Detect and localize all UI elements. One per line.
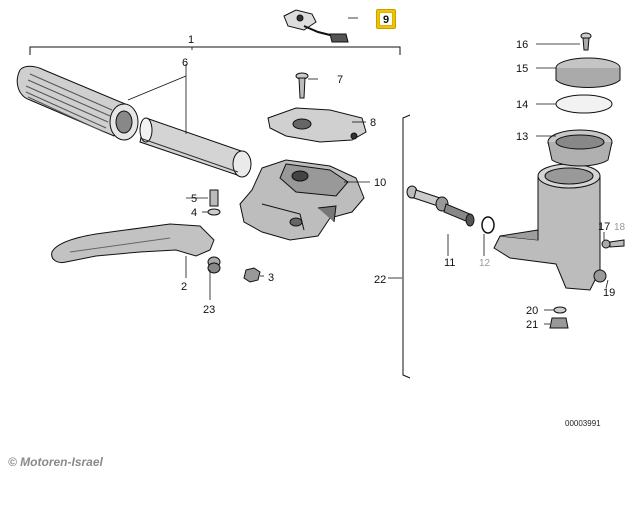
part-housing-10 [239,159,365,241]
part-lever-2 [51,223,215,263]
highlighted-callout-9[interactable]: 9 [376,9,396,29]
callout-19: 19 [603,287,615,299]
callout-3: 3 [268,272,274,284]
assembly-bracket [29,46,401,55]
callout-5: 5 [191,193,197,205]
leader-lines [127,17,609,325]
callout-6: 6 [182,57,188,69]
part-master-cylinder [493,163,601,291]
callout-13: 13 [516,131,528,143]
callout-16: 16 [516,39,528,51]
part-switch-9 [283,9,349,43]
callout-9: 9 [379,12,393,26]
part-bellows-13 [547,129,613,167]
callout-7: 7 [337,74,343,86]
part-bushing-23 [207,256,221,274]
part-screw-16 [580,32,592,51]
callout-12: 12 [479,258,491,269]
callout-1: 1 [188,34,194,46]
callout-4: 4 [191,207,197,219]
part-washer-20 [553,306,567,314]
part-cap-15 [555,57,621,88]
callout-8: 8 [370,117,376,129]
callout-11: 11 [444,257,455,269]
part-bolt-5 [209,189,219,207]
part-grip-6 [16,65,139,141]
part-bleed-19 [593,269,607,283]
callout-23: 23 [203,304,215,316]
callout-20: 20 [526,305,538,317]
assembly-bracket-22 [402,114,411,379]
part-nut-3 [243,267,261,283]
part-washer-4 [207,208,221,216]
part-fitting-17-18 [601,239,625,249]
callout-17: 17 [598,221,610,233]
part-banjo-21 [549,317,569,329]
callout-10: 10 [374,177,386,189]
part-piston-11 [406,185,475,227]
part-screw-7 [295,72,309,99]
watermark: © Motoren-Israel [8,455,103,469]
drawing-number: 00003991 [565,419,601,428]
callout-2: 2 [181,281,187,293]
callout-22: 22 [374,274,386,286]
part-cover-8 [267,107,367,143]
callout-15: 15 [516,63,528,75]
callout-21: 21 [526,319,538,331]
part-circlip-12 [481,216,495,234]
part-sleeve [139,117,252,178]
part-gasket-14 [555,94,613,114]
callout-18: 18 [614,222,626,233]
callout-14: 14 [516,99,528,111]
callout-labels: 1 2 3 4 5 6 7 8 10 11 12 13 14 15 16 17 … [181,34,626,428]
